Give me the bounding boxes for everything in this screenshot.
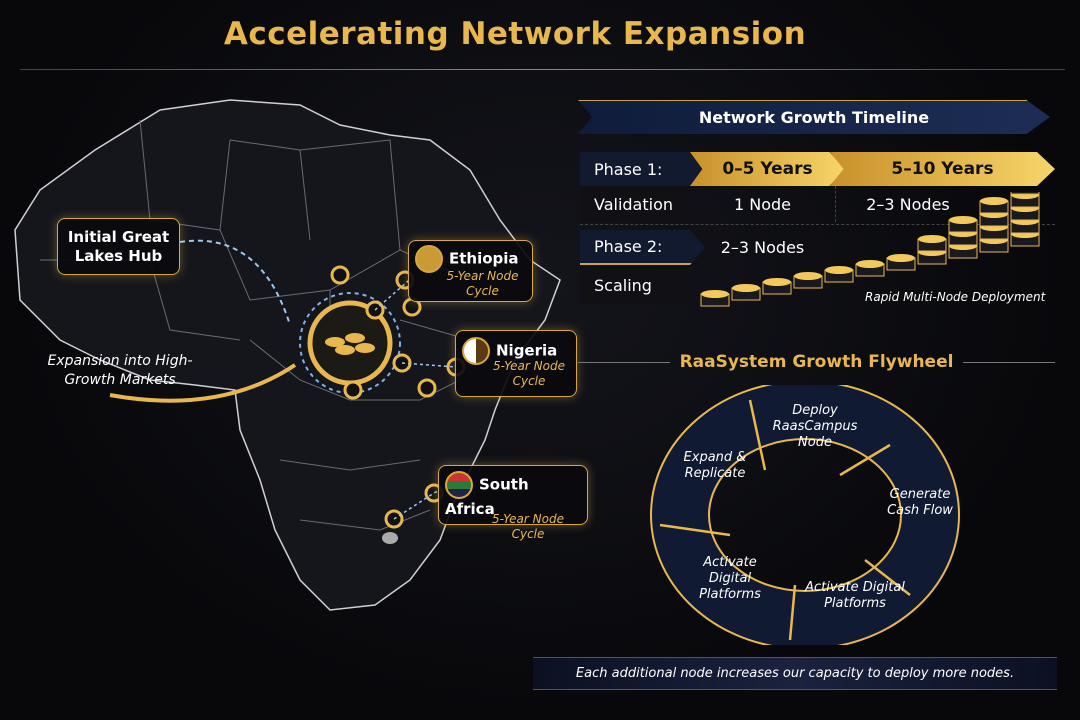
ethiopia-callout: Ethiopia 5-Year Node Cycle bbox=[408, 240, 533, 302]
flywheel-step-expand: Expand & Replicate bbox=[683, 450, 747, 481]
flywheel-title: RaaSystem Growth Flywheel bbox=[679, 352, 954, 372]
node-coin-top bbox=[949, 216, 977, 224]
flywheel-step-cash-flow: Generate Cash Flow bbox=[887, 487, 953, 518]
node-coin-top bbox=[856, 260, 884, 268]
timeline-banner: Network Growth Timeline bbox=[578, 100, 1050, 134]
timeline-table: Phase 1: 0–5 Years 5–10 Years Validation… bbox=[580, 152, 1055, 307]
validation-label: Validation bbox=[580, 186, 690, 222]
south-africa-flag-icon bbox=[445, 471, 473, 499]
market-name: Ethiopia bbox=[449, 249, 519, 268]
node-coin-top bbox=[732, 284, 760, 292]
page-title: Accelerating Network Expansion bbox=[223, 16, 807, 52]
south-africa-callout: South Africa 5-Year Node Cycle bbox=[438, 465, 588, 541]
phase1-label: Phase 1: bbox=[580, 152, 705, 186]
node-stacks-icon bbox=[700, 192, 1040, 307]
flywheel-step-activate-digital: Activate Digital Platforms bbox=[699, 555, 761, 602]
node-coin-top bbox=[918, 235, 946, 243]
hub-ring bbox=[299, 292, 401, 394]
hub-label: Initial Great Lakes Hub bbox=[67, 227, 170, 265]
market-name: South Africa bbox=[445, 475, 529, 519]
col-0-5-years: 0–5 Years bbox=[690, 152, 845, 186]
expansion-arrow bbox=[109, 363, 297, 403]
market-name: Nigeria bbox=[496, 341, 558, 360]
lesotho-marker bbox=[382, 532, 398, 544]
ethiopia-flag-icon bbox=[415, 245, 443, 273]
flywheel-step-activate-platforms: Activate Digital Platforms bbox=[805, 580, 905, 611]
expansion-label: Expansion into High-Growth Markets bbox=[47, 353, 193, 388]
validation-col2: 2–3 Nodes bbox=[835, 186, 980, 222]
scaling-label: Scaling bbox=[580, 266, 690, 304]
market-cycle: 5-Year Node Cycle bbox=[446, 269, 519, 298]
footer-note: Each additional node increases our capac… bbox=[533, 657, 1057, 690]
hub-callout: Initial Great Lakes Hub bbox=[57, 218, 180, 275]
node-coin-top bbox=[763, 278, 791, 286]
node-coin-top bbox=[887, 254, 915, 262]
flywheel-step-deploy: Deploy RaasCampus Node bbox=[772, 403, 858, 450]
deployment-caption: Rapid Multi-Node Deployment bbox=[865, 290, 1046, 304]
title-divider bbox=[20, 69, 1065, 70]
phase2-label: Phase 2: bbox=[580, 230, 705, 265]
market-cycle: 5-Year Node Cycle bbox=[493, 359, 565, 388]
node-coin-top bbox=[980, 197, 1008, 205]
nigeria-flag-icon bbox=[462, 337, 490, 365]
col-5-10-years: 5–10 Years bbox=[830, 152, 1055, 186]
market-cycle: 5-Year Node Cycle bbox=[492, 512, 564, 541]
node-coin-top bbox=[701, 290, 729, 298]
flywheel-heading: RaaSystem Growth Flywheel bbox=[578, 352, 1056, 372]
node-coin bbox=[1010, 192, 1040, 195]
phase2-col1: 2–3 Nodes bbox=[720, 238, 805, 257]
hub-coins-icon bbox=[325, 333, 375, 355]
node-coin-top bbox=[794, 272, 822, 280]
validation-col1: 1 Node bbox=[733, 194, 792, 214]
flywheel-diagram bbox=[650, 385, 960, 645]
hub-dashed-arrow bbox=[179, 239, 291, 326]
node-coin-top bbox=[825, 266, 853, 274]
segment-divider bbox=[748, 399, 767, 471]
nigeria-callout: Nigeria 5-Year Node Cycle bbox=[455, 330, 577, 397]
